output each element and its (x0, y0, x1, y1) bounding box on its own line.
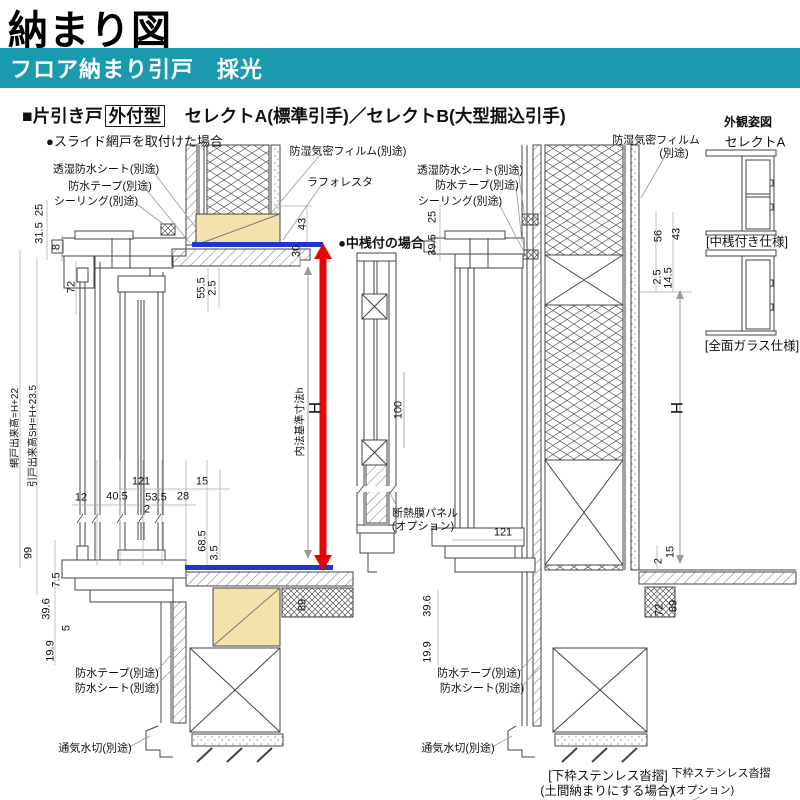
callout-vent-flashing-right: 通気水切(別途) (421, 742, 495, 755)
callout-moistureproof-film-left: 防湿気密フィルム(別途) (289, 145, 407, 158)
dim-14-5: 14.5 (662, 267, 675, 289)
dim-8: 8 (50, 243, 63, 251)
dim-43-right: 43 (670, 227, 683, 241)
label-elevation-title: 外観姿図 (723, 115, 773, 129)
banner: フロア納まり引戸 採光 (0, 48, 800, 88)
label-inner-standard-dim: 内法基準寸法h (293, 387, 306, 457)
left-h-dimension (304, 266, 312, 559)
label-full-glass-spec: [全面ガラス仕様] (704, 338, 800, 353)
label-stainless-sill-bracket: [下枠ステンレス沓摺] (548, 768, 668, 783)
red-h-arrow (314, 243, 332, 571)
dim-12: 12 (74, 491, 88, 504)
callout-moistureproof-film-right-1: 防湿気密フィルム (612, 134, 700, 147)
dim-H-left: H (305, 401, 325, 415)
dim-7-5: 7.5 (50, 572, 63, 588)
header-rest: セレクトA(標準引手)／セレクトB(大型掘込引手) (167, 106, 566, 126)
callout-vent-flashing-left: 通気水切(別途) (58, 742, 132, 755)
dim-30: 30 (290, 244, 303, 258)
right-h-dimension (676, 290, 684, 564)
callout-moisture-permeable-sheet-right: 透湿防水シート(別途) (416, 164, 524, 177)
callout-waterproof-tape-left-bottom: 防水テープ(別途) (75, 667, 159, 680)
section-header: ■片引き戸外付型 セレクトA(標準引手)／セレクトB(大型掘込引手) (22, 103, 566, 128)
label-with-midrail-case: ●中桟付の場合 (338, 235, 424, 251)
callout-waterproof-sheet-right-bottom: 防水シート(別途) (439, 682, 525, 695)
callout-insulation-panel-option: (オプション) (391, 520, 455, 533)
callout-stainless-sill-option-1: 下枠ステンレス沓摺 (671, 767, 771, 780)
dim-39-6-left: 39.6 (40, 598, 53, 620)
dim-25-left-top: 25 (33, 203, 46, 217)
dim-68-5: 68.5 (196, 530, 209, 552)
label-door-height: 引戸出来高SH=H+23.5 (28, 384, 39, 488)
dim-121-left: 121 (131, 475, 151, 488)
blue-datum-top (192, 242, 323, 247)
section-subheader: ●スライド網戸を取付けた場合 (46, 134, 223, 149)
dim-31-5: 31.5 (33, 222, 46, 244)
elevation-sketches (705, 149, 777, 336)
dim-2-right: 2 (652, 557, 665, 565)
label-stainless-sill-case: (土間納まりにする場合) (540, 783, 674, 798)
dim-89-right: 89 (667, 599, 680, 613)
callout-leader-lines (128, 154, 701, 800)
label-midrail-spec: [中桟付き仕様] (706, 234, 788, 249)
callout-waterproof-tape-left-top: 防水テープ(別途) (68, 180, 152, 193)
dim-2-left: 2 (143, 503, 151, 516)
left-section-drawing (51, 144, 354, 763)
callout-sealing-left: シーリング(別途) (53, 195, 139, 208)
midrail-inset-drawing (355, 252, 405, 573)
dim-19-9-right: 19.9 (421, 641, 434, 663)
left-dimension-lines (19, 200, 312, 665)
callout-moisture-permeable-sheet-left: 透湿防水シート(別途) (52, 163, 160, 176)
callout-sealing-right: シーリング(別途) (417, 195, 503, 208)
dim-39-6-right: 39.6 (421, 595, 434, 617)
dim-25-right-head: 25 (426, 210, 439, 224)
dim-39-5: 39.5 (426, 234, 439, 256)
label-screen-height: 網戸出来高=H+22 (10, 387, 21, 469)
dim-19-9-left: 19.9 (44, 640, 57, 662)
callout-waterproof-tape-right-bottom: 防水テープ(別途) (437, 667, 521, 680)
label-select-a: セレクトA (724, 134, 786, 150)
dim-121-right: 121 (493, 526, 513, 539)
dim-53-5: 53.5 (145, 491, 167, 504)
dim-43-left: 43 (296, 217, 309, 231)
dim-72-left: 72 (65, 280, 78, 294)
callout-moistureproof-film-right-2: (別途) (659, 147, 689, 160)
callout-laforesta: ラフォレスタ (307, 176, 373, 189)
right-dimension-lines (437, 205, 692, 665)
dim-99: 99 (22, 546, 35, 560)
header-boxed-type: 外付型 (104, 105, 166, 127)
dim-56: 56 (652, 229, 665, 243)
dim-72-right: 72 (653, 603, 666, 617)
dim-40-5: 40.5 (106, 490, 128, 503)
banner-text: フロア納まり引戸 採光 (10, 57, 264, 82)
callout-waterproof-tape-right-top: 防水テープ(別途) (435, 179, 519, 192)
dim-3-5: 3.5 (208, 545, 221, 561)
callout-waterproof-sheet-left-bottom: 防水シート(別途) (74, 682, 160, 695)
blue-datum-bottom (185, 565, 333, 570)
dim-H-right: H (667, 401, 687, 415)
callout-stainless-sill-option-2: (オプション) (671, 784, 735, 797)
header-prefix: ■片引き戸 (22, 106, 103, 126)
callout-insulation-panel: 断熱膜パネル (392, 507, 458, 520)
dim-89-left: 89 (296, 598, 309, 612)
dim-5: 5 (60, 624, 73, 632)
dim-15-right: 15 (664, 545, 677, 559)
dim-15-left: 15 (195, 475, 209, 488)
page-title: 納まり図 (8, 9, 172, 53)
dim-2-5-left: 2.5 (206, 280, 219, 296)
dim-28: 28 (176, 490, 190, 503)
dim-100: 100 (392, 400, 405, 420)
